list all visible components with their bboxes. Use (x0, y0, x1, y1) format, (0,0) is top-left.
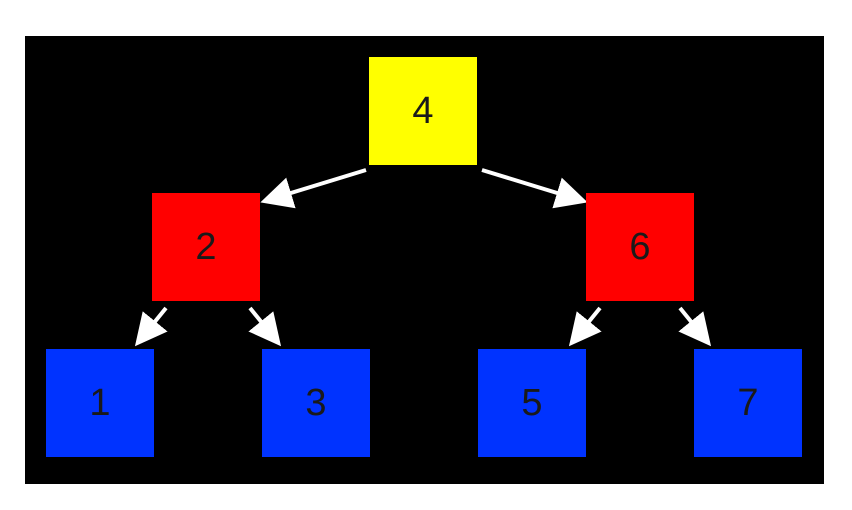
node-label: 3 (305, 381, 327, 424)
node-label: 2 (195, 225, 217, 268)
node-label: 6 (629, 225, 651, 268)
tree-leaf-2: 3 (262, 349, 370, 457)
node-label: 5 (521, 381, 543, 424)
tree-node-left-child: 2 (152, 193, 260, 301)
node-label: 1 (89, 381, 111, 424)
tree-node-right-child: 6 (586, 193, 694, 301)
tree-node-root: 4 (369, 57, 477, 165)
tree-leaf-4: 7 (694, 349, 802, 457)
node-label: 4 (412, 89, 434, 132)
node-label: 7 (737, 381, 759, 424)
tree-leaf-1: 1 (46, 349, 154, 457)
tree-leaf-3: 5 (478, 349, 586, 457)
